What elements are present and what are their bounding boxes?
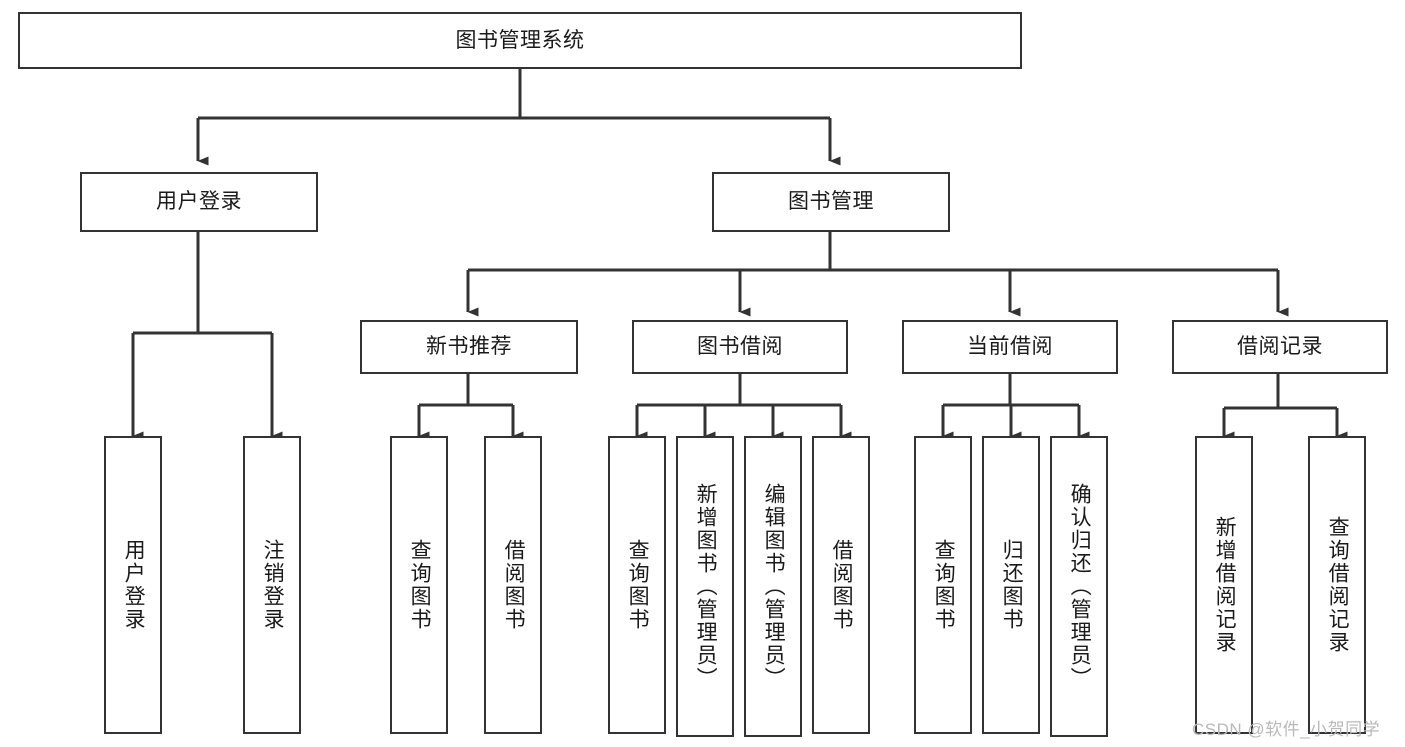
node-current-borrow-label: 当前借阅 (967, 335, 1053, 359)
node-user-login[interactable]: 用户登录 (80, 172, 318, 232)
node-new-book-recommend[interactable]: 新书推荐 (360, 320, 578, 374)
node-book-manage-label: 图书管理 (788, 190, 874, 214)
node-current-borrow[interactable]: 当前借阅 (902, 320, 1118, 374)
node-leaf-add-record[interactable]: 新增借阅记录 (1195, 436, 1253, 734)
node-leaf-query-book-2[interactable]: 查询图书 (608, 436, 666, 734)
node-leaf-confirm-return-label: 确认归还（管理员） (1068, 483, 1092, 690)
node-leaf-confirm-return[interactable]: 确认归还（管理员） (1050, 436, 1108, 737)
current-borrow-to-leaves-connectors (941, 374, 1090, 441)
node-leaf-user-login[interactable]: 用户登录 (104, 436, 162, 734)
node-book-manage[interactable]: 图书管理 (712, 172, 950, 232)
node-leaf-logout-login[interactable]: 注销登录 (243, 436, 301, 734)
root-to-level1-connectors (196, 69, 841, 166)
node-leaf-query-book-3-label: 查询图书 (932, 539, 956, 631)
node-leaf-return-book-label: 归还图书 (1000, 539, 1024, 631)
node-leaf-query-book-1-label: 查询图书 (408, 539, 432, 631)
node-leaf-borrow-book-2-label: 借阅图书 (830, 539, 854, 631)
user-login-to-leaves-connectors (131, 232, 283, 441)
node-leaf-user-login-label: 用户登录 (122, 539, 146, 631)
node-book-borrow[interactable]: 图书借阅 (632, 320, 848, 374)
node-root-label: 图书管理系统 (455, 28, 585, 52)
node-borrow-record-label: 借阅记录 (1237, 335, 1323, 359)
node-book-borrow-label: 图书借阅 (697, 335, 783, 359)
node-leaf-borrow-book-1-label: 借阅图书 (502, 539, 526, 631)
node-borrow-record[interactable]: 借阅记录 (1172, 320, 1388, 374)
node-leaf-return-book[interactable]: 归还图书 (982, 436, 1040, 734)
node-leaf-add-book-label: 新增图书（管理员） (694, 483, 718, 690)
node-leaf-edit-book[interactable]: 编辑图书（管理员） (744, 436, 802, 737)
node-leaf-query-book-1[interactable]: 查询图书 (390, 436, 448, 734)
node-leaf-borrow-book-2[interactable]: 借阅图书 (812, 436, 870, 734)
node-leaf-borrow-book-1[interactable]: 借阅图书 (484, 436, 542, 734)
node-leaf-logout-login-label: 注销登录 (261, 539, 285, 631)
node-root[interactable]: 图书管理系统 (18, 12, 1022, 69)
node-leaf-query-book-2-label: 查询图书 (626, 539, 650, 631)
node-leaf-add-book[interactable]: 新增图书（管理员） (676, 436, 734, 737)
book-manage-to-level2-connectors (466, 232, 1289, 317)
borrow-record-to-leaves-connectors (1222, 374, 1348, 441)
node-leaf-query-record-label: 查询借阅记录 (1326, 516, 1350, 654)
node-leaf-add-record-label: 新增借阅记录 (1213, 516, 1237, 654)
node-user-login-label: 用户登录 (156, 190, 242, 214)
node-leaf-query-book-3[interactable]: 查询图书 (914, 436, 972, 734)
node-new-book-recommend-label: 新书推荐 (426, 335, 512, 359)
node-leaf-edit-book-label: 编辑图书（管理员） (762, 483, 786, 690)
new-book-recommend-to-leaves-connectors (417, 374, 524, 441)
node-leaf-query-record[interactable]: 查询借阅记录 (1308, 436, 1366, 734)
book-borrow-to-leaves-connectors (635, 374, 852, 441)
